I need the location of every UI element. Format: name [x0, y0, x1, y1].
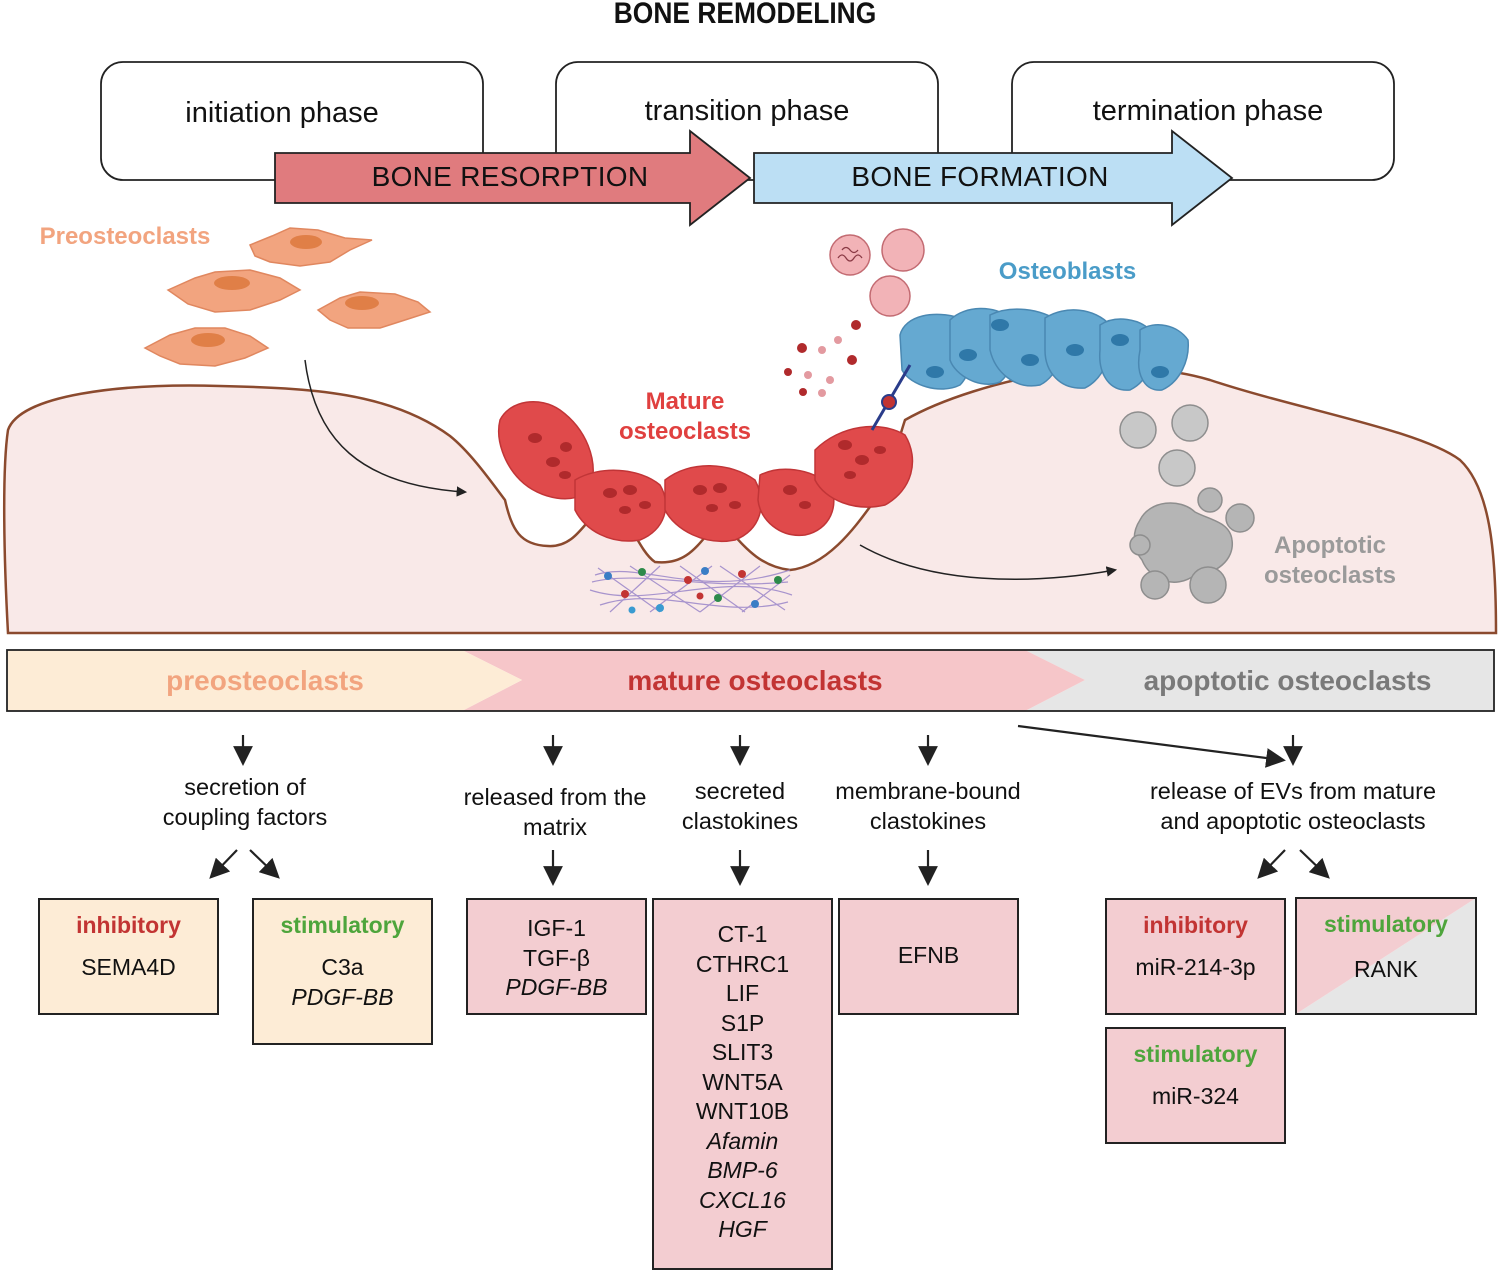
preosteoclast-cells	[143, 227, 432, 367]
bone-formation-arrow	[753, 129, 1234, 227]
apoptotic-osteoclasts-label-line1: Apoptotic	[1274, 532, 1386, 559]
rank-box-frame	[1295, 897, 1477, 1015]
stage-band-frame	[6, 649, 1495, 712]
stage-mature-osteoclasts: mature osteoclasts	[627, 665, 883, 696]
stage-preosteoclasts: preosteoclasts	[166, 665, 364, 696]
apoptotic-ev-vesicles	[1119, 404, 1209, 487]
membrane-clastokines-box: EFNB	[838, 898, 1019, 1015]
preosteoclast-to-mature-arrow	[304, 359, 468, 497]
stage-band-pre	[8, 650, 522, 711]
bone-resorption-label: BONE RESORPTION	[371, 161, 649, 192]
bone-matrix-fibers	[589, 565, 793, 613]
diagram-title: BONE REMODELING	[613, 0, 877, 30]
preosteoclast-nuclei	[191, 235, 379, 347]
matrix-factors-box: IGF-1 TGF-β PDGF-BB	[466, 898, 647, 1015]
phase-transition: transition phase	[644, 95, 850, 127]
osteoblasts-label: Osteoblasts	[998, 258, 1137, 285]
flow-arrows	[209, 724, 1330, 886]
ev-stimulatory-rank-box: stimulatory RANK	[1324, 911, 1448, 982]
matrix-factor-dots	[604, 567, 782, 614]
released-factor-dots	[784, 320, 861, 397]
pre-stimulatory-box: stimulatory C3a PDGF-BB	[252, 898, 433, 1045]
osteoblast-cells	[899, 307, 1189, 391]
osteoclast-nuclei	[528, 433, 886, 514]
ev-inhibitory-box: inhibitory miR-214-3p	[1105, 898, 1286, 1015]
stage-band-mature	[462, 650, 1085, 711]
rank-box-pink-half	[1296, 898, 1476, 1014]
preosteoclasts-label: Preosteoclasts	[39, 223, 211, 250]
apoptotic-osteoclast-bodies	[1129, 487, 1255, 604]
mirna-squiggle	[837, 246, 863, 262]
bone-resorption-arrow	[274, 129, 752, 227]
apoptotic-osteoclasts-label-line2: osteoclasts	[1263, 562, 1397, 589]
osteoblast-nuclei	[926, 319, 1169, 378]
rank-receptor-icon	[881, 394, 897, 410]
mature-osteoclasts-label-line2: osteoclasts	[618, 418, 752, 445]
ev-stimulatory-box: stimulatory miR-324	[1105, 1027, 1286, 1144]
pre-inhibitory-box: inhibitory SEMA4D	[38, 898, 219, 1015]
secreted-clastokines-box: CT-1 CTHRC1 LIF S1P SLIT3 WNT5A WNT10B A…	[652, 898, 833, 1270]
mature-osteoclasts-label-line1: Mature	[645, 388, 725, 415]
mature-ev-vesicles	[829, 228, 925, 317]
phase-initiation: initiation phase	[185, 97, 379, 129]
stage-apoptotic-osteoclasts: apoptotic osteoclasts	[1143, 665, 1432, 696]
bone-formation-label: BONE FORMATION	[851, 161, 1109, 192]
stage-band-apoptotic	[1025, 650, 1494, 711]
mature-to-apoptotic-arrow	[859, 544, 1118, 580]
phase-termination: termination phase	[1092, 95, 1324, 127]
